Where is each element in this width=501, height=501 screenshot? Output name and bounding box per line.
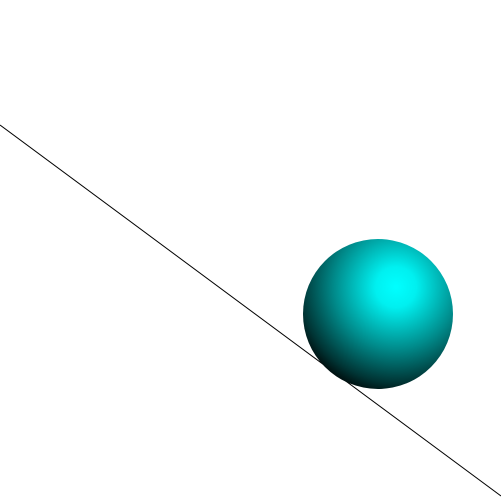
rolling-sphere [303,239,453,389]
inclined-plane-line [0,124,501,497]
